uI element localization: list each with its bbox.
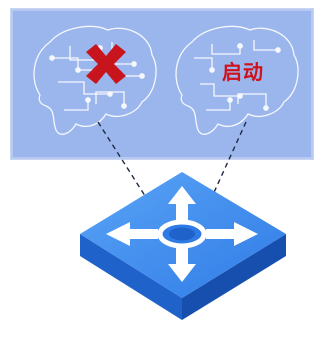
- start-label: 启动: [222, 60, 264, 84]
- switch-right-side: [182, 234, 286, 320]
- network-switch: [80, 172, 286, 320]
- cross-icon: [86, 44, 126, 84]
- right-brain-icon: [175, 25, 299, 135]
- switch-left-side: [80, 234, 182, 320]
- four-way-arrows-icon: [106, 186, 258, 282]
- left-brain-icon: [33, 25, 157, 135]
- switch-center-hole: [169, 227, 195, 241]
